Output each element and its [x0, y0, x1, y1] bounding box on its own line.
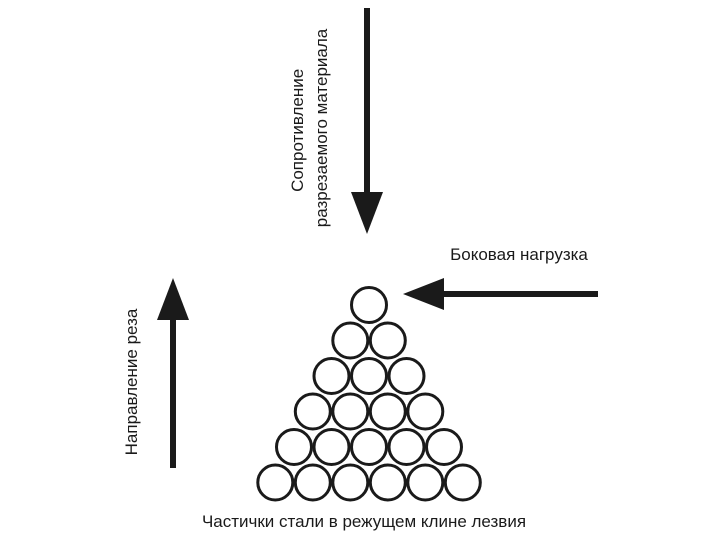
- steel-particle: [312, 428, 351, 466]
- side-load-arrow: [403, 278, 598, 310]
- steel-particles: [256, 286, 482, 502]
- cut-direction-label: Направление реза: [122, 308, 141, 455]
- side-load-label: Боковая нагрузка: [450, 245, 588, 264]
- steel-particle: [312, 357, 351, 395]
- steel-particle: [368, 463, 407, 502]
- steel-particle: [387, 428, 426, 466]
- resistance-label-line1: Сопротивление: [288, 69, 307, 192]
- resistance-label-line2: разрезаемого материала: [312, 28, 331, 227]
- steel-particle: [368, 321, 407, 360]
- caption: Частички стали в режущем клине лезвия: [202, 512, 526, 531]
- steel-particle: [331, 321, 370, 360]
- steel-particle: [387, 357, 426, 395]
- resistance-arrow-head: [351, 192, 383, 234]
- side-load-arrow-head: [403, 278, 444, 310]
- cut-direction-arrow-head: [157, 278, 189, 320]
- steel-particle: [331, 392, 370, 431]
- cut-direction-arrow: [157, 278, 189, 468]
- steel-particle: [331, 463, 370, 502]
- steel-particle: [443, 463, 482, 502]
- steel-particle: [350, 428, 388, 466]
- steel-particle: [293, 463, 332, 502]
- resistance-arrow: [351, 8, 383, 234]
- steel-particle: [256, 463, 295, 502]
- steel-particle: [350, 286, 388, 324]
- steel-particle: [406, 392, 445, 431]
- steel-particle: [406, 463, 445, 502]
- steel-particle: [293, 392, 332, 431]
- resistance-label: Сопротивление разрезаемого материала: [288, 28, 331, 227]
- steel-particle: [425, 428, 463, 466]
- steel-particle: [350, 357, 388, 395]
- steel-particle: [275, 428, 313, 466]
- steel-particle: [368, 392, 407, 431]
